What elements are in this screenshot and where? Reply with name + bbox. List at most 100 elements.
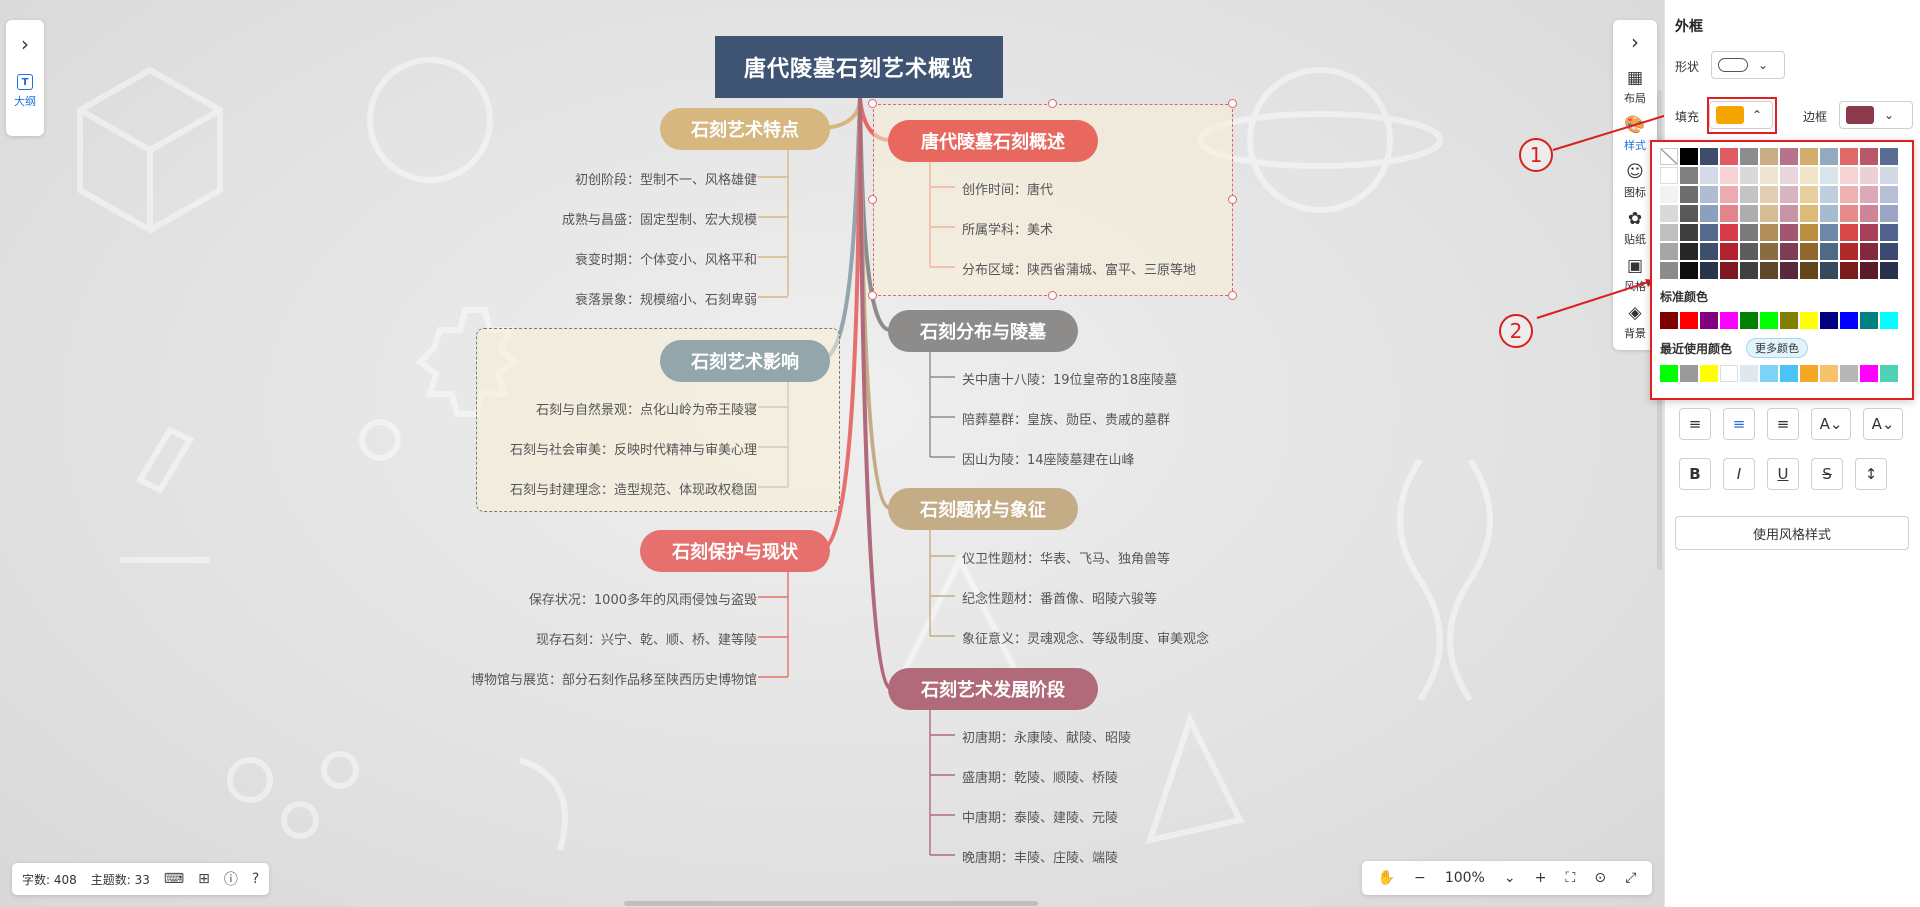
color-swatch[interactable] bbox=[1680, 243, 1698, 260]
color-swatch[interactable] bbox=[1760, 167, 1778, 184]
recent-color-swatch[interactable] bbox=[1700, 365, 1718, 382]
color-swatch[interactable] bbox=[1680, 262, 1698, 279]
standard-color-swatch[interactable] bbox=[1880, 312, 1898, 329]
color-swatch[interactable] bbox=[1780, 224, 1798, 241]
color-swatch[interactable] bbox=[1760, 186, 1778, 203]
color-swatch[interactable] bbox=[1720, 167, 1738, 184]
text-direction-button[interactable]: ↕ bbox=[1855, 458, 1887, 490]
subtopic[interactable]: 初创阶段：型制不一、风格雄健 bbox=[574, 173, 757, 188]
standard-color-swatch[interactable] bbox=[1740, 312, 1758, 329]
subtopic[interactable]: 博物馆与展览：部分石刻作品移至陕西历史博物馆 bbox=[470, 673, 757, 688]
toolbar-icon[interactable]: ☺ 图标 bbox=[1624, 162, 1646, 209]
standard-color-swatch[interactable] bbox=[1800, 312, 1818, 329]
topic-distribution[interactable]: 石刻分布与陵墓 bbox=[888, 310, 1078, 352]
color-swatch[interactable] bbox=[1660, 205, 1678, 222]
info-icon[interactable]: ⓘ bbox=[223, 872, 238, 888]
color-swatch[interactable] bbox=[1840, 205, 1858, 222]
subtopic[interactable]: 中唐期：泰陵、建陵、元陵 bbox=[962, 811, 1119, 826]
color-swatch[interactable] bbox=[1660, 224, 1678, 241]
color-swatch[interactable] bbox=[1700, 224, 1718, 241]
subtopic[interactable]: 关中唐十八陵：19位皇帝的18座陵墓 bbox=[962, 373, 1178, 388]
recent-color-swatch[interactable] bbox=[1720, 365, 1738, 382]
subtopic[interactable]: 保存状况：1000多年的风雨侵蚀与盗毁 bbox=[528, 593, 757, 608]
color-swatch[interactable] bbox=[1840, 262, 1858, 279]
resize-handle[interactable] bbox=[1048, 99, 1057, 108]
resize-handle[interactable] bbox=[868, 291, 877, 300]
color-swatch[interactable] bbox=[1860, 262, 1878, 279]
color-swatch[interactable] bbox=[1680, 167, 1698, 184]
zoom-in-button[interactable]: + bbox=[1534, 870, 1547, 886]
subtopic[interactable]: 衰变时期：个体变小、风格平和 bbox=[574, 253, 757, 268]
color-swatch[interactable] bbox=[1860, 205, 1878, 222]
color-swatch[interactable] bbox=[1800, 224, 1818, 241]
color-swatch[interactable] bbox=[1740, 148, 1758, 165]
subtopic[interactable]: 仪卫性题材：华表、飞马、独角兽等 bbox=[962, 552, 1171, 567]
color-swatch[interactable] bbox=[1780, 148, 1798, 165]
topic-influence[interactable]: 石刻艺术影响 bbox=[660, 340, 830, 382]
topic-features[interactable]: 石刻艺术特点 bbox=[660, 108, 830, 150]
italic-button[interactable]: I bbox=[1723, 458, 1755, 490]
standard-color-swatch[interactable] bbox=[1720, 312, 1738, 329]
color-swatch[interactable] bbox=[1880, 243, 1898, 260]
color-swatch[interactable] bbox=[1660, 262, 1678, 279]
align-left-button[interactable]: ≡ bbox=[1679, 408, 1711, 440]
color-swatch[interactable] bbox=[1880, 262, 1898, 279]
color-swatch[interactable] bbox=[1800, 243, 1818, 260]
color-swatch[interactable] bbox=[1660, 167, 1678, 184]
color-swatch[interactable] bbox=[1700, 186, 1718, 203]
topic-themes[interactable]: 石刻题材与象征 bbox=[888, 488, 1078, 530]
subtopic[interactable]: 因山为陵：14座陵墓建在山峰 bbox=[962, 453, 1135, 468]
subtopic[interactable]: 衰落景象：规模缩小、石刻卑弱 bbox=[574, 293, 757, 308]
chevron-down-icon[interactable]: ⌄ bbox=[1503, 870, 1516, 886]
color-swatch[interactable] bbox=[1720, 224, 1738, 241]
color-swatch[interactable] bbox=[1880, 148, 1898, 165]
subtopic[interactable]: 成熟与昌盛：固定型制、宏大规模 bbox=[561, 213, 757, 228]
color-swatch[interactable] bbox=[1760, 243, 1778, 260]
color-swatch[interactable] bbox=[1780, 167, 1798, 184]
recent-color-swatch[interactable] bbox=[1780, 365, 1798, 382]
zoom-out-button[interactable]: − bbox=[1414, 870, 1426, 886]
color-swatch[interactable] bbox=[1680, 205, 1698, 222]
color-swatch[interactable] bbox=[1720, 243, 1738, 260]
subtopic[interactable]: 纪念性题材：番酋像、昭陵六骏等 bbox=[962, 592, 1158, 607]
recent-color-swatch[interactable] bbox=[1800, 365, 1818, 382]
underline-button[interactable]: U bbox=[1767, 458, 1799, 490]
color-swatch[interactable] bbox=[1780, 262, 1798, 279]
color-swatch[interactable] bbox=[1820, 243, 1838, 260]
resize-handle[interactable] bbox=[1228, 99, 1237, 108]
color-swatch[interactable] bbox=[1720, 186, 1738, 203]
recent-color-swatch[interactable] bbox=[1660, 365, 1678, 382]
fill-color-select[interactable]: ⌃ bbox=[1709, 101, 1773, 129]
strikethrough-button[interactable]: S bbox=[1811, 458, 1843, 490]
root-topic[interactable]: 唐代陵墓石刻艺术概览 bbox=[715, 36, 1003, 98]
color-swatch[interactable] bbox=[1840, 243, 1858, 260]
color-swatch[interactable] bbox=[1840, 148, 1858, 165]
color-swatch[interactable] bbox=[1860, 148, 1878, 165]
use-style-button[interactable]: 使用风格样式 bbox=[1675, 516, 1909, 550]
subtopic[interactable]: 所属学科：美术 bbox=[962, 223, 1054, 238]
color-swatch[interactable] bbox=[1860, 243, 1878, 260]
toolbar-sticker[interactable]: ✿ 贴纸 bbox=[1624, 209, 1646, 256]
color-swatch[interactable] bbox=[1820, 224, 1838, 241]
standard-color-swatch[interactable] bbox=[1680, 312, 1698, 329]
align-right-button[interactable]: ≡ bbox=[1767, 408, 1799, 440]
hand-icon[interactable]: ✋ bbox=[1377, 870, 1395, 886]
resize-handle[interactable] bbox=[868, 99, 877, 108]
color-swatch[interactable] bbox=[1820, 205, 1838, 222]
no-color-swatch[interactable] bbox=[1660, 148, 1678, 165]
toolbar-layout[interactable]: ▦ 布局 bbox=[1624, 68, 1646, 115]
color-swatch[interactable] bbox=[1880, 224, 1898, 241]
color-swatch[interactable] bbox=[1700, 167, 1718, 184]
color-swatch[interactable] bbox=[1760, 262, 1778, 279]
color-swatch[interactable] bbox=[1800, 205, 1818, 222]
color-swatch[interactable] bbox=[1800, 186, 1818, 203]
subtopic[interactable]: 石刻与封建理念：造型规范、体现政权稳固 bbox=[509, 483, 757, 498]
color-swatch[interactable] bbox=[1800, 167, 1818, 184]
horizontal-scrollbar[interactable] bbox=[624, 901, 1038, 906]
locate-icon[interactable]: ⊙ bbox=[1594, 870, 1607, 886]
color-swatch[interactable] bbox=[1800, 262, 1818, 279]
color-swatch[interactable] bbox=[1760, 224, 1778, 241]
recent-color-swatch[interactable] bbox=[1680, 365, 1698, 382]
font-color-button[interactable]: A⌄ bbox=[1811, 408, 1851, 440]
structure-icon[interactable]: ⊞ bbox=[198, 871, 210, 887]
